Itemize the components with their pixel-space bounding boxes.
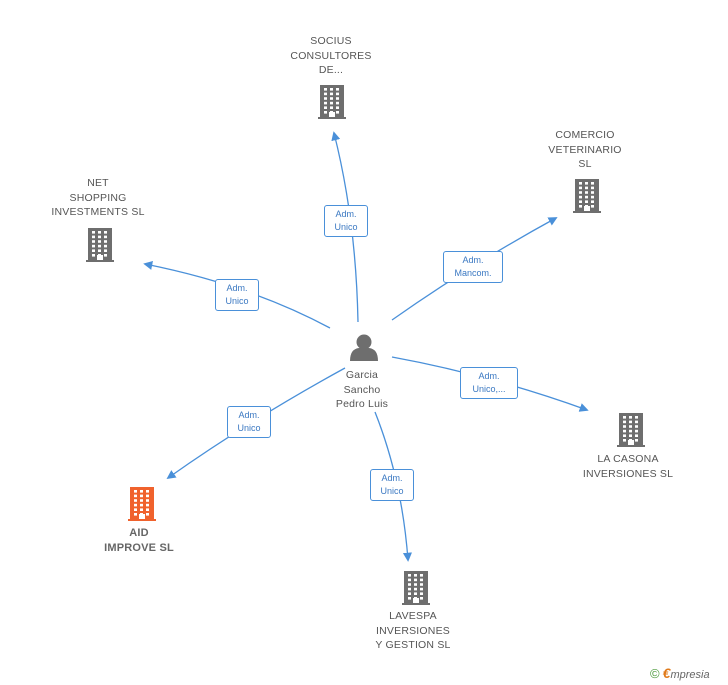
role-tag-line: Mancom. [454, 268, 492, 278]
role-tag-comercio[interactable]: Adm. Mancom. [443, 251, 503, 283]
company-label-socius[interactable]: SOCIUS CONSULTORES DE... [271, 34, 391, 78]
company-label-lavespa[interactable]: LAVESPA INVERSIONES Y GESTION SL [353, 609, 473, 653]
building-icon-socius[interactable] [318, 85, 346, 119]
brand-watermark: © €mpresia [650, 665, 710, 681]
company-label-line: INVESTMENTS SL [51, 206, 145, 218]
role-tag-line: Adm. [226, 283, 248, 293]
building-icon-aid[interactable] [128, 487, 156, 521]
company-label-line: SL [578, 158, 592, 170]
role-tag-aid[interactable]: Adm. Unico [227, 406, 271, 438]
company-label-line: INVERSIONES [376, 624, 450, 637]
company-label-line: DE... [318, 64, 344, 76]
role-tag-line: Adm. [238, 410, 260, 420]
company-label-line: VETERINARIO [548, 143, 622, 156]
company-label-comercio[interactable]: COMERCIO VETERINARIO SL [525, 128, 645, 172]
person-icon[interactable] [350, 334, 378, 362]
person-label[interactable]: Garcia Sancho Pedro Luis [322, 368, 402, 412]
company-label-line: SOCIUS [310, 35, 352, 47]
company-label-line: AID [129, 527, 149, 539]
role-tag-line: Unico [237, 423, 261, 433]
building-icon-comercio[interactable] [573, 179, 601, 213]
building-icon-lavespa[interactable] [402, 571, 430, 605]
person-label-line-2: Sancho [343, 383, 381, 396]
company-label-line: LA CASONA [597, 453, 659, 465]
icons-layer [86, 85, 645, 605]
company-label-aid[interactable]: AID IMPROVE SL [79, 526, 199, 555]
company-label-line: NET [87, 177, 109, 189]
role-tag-line: Unico [380, 486, 404, 496]
person-label-line-1: Garcia [345, 369, 379, 381]
company-label-line: INVERSIONES SL [582, 467, 674, 480]
company-label-line: CONSULTORES [290, 49, 372, 62]
role-tag-net[interactable]: Adm. Unico [215, 279, 259, 311]
company-label-line: Y GESTION SL [375, 639, 451, 651]
copyright-symbol: © [650, 666, 660, 681]
role-tag-line: Unico,... [472, 384, 506, 394]
company-label-line: IMPROVE SL [104, 541, 174, 554]
company-label-net[interactable]: NET SHOPPING INVESTMENTS SL [38, 176, 158, 220]
role-tag-line: Adm. [381, 473, 403, 483]
role-tag-line: Unico [225, 296, 249, 306]
company-label-line: COMERCIO [555, 129, 615, 141]
role-tag-lavespa[interactable]: Adm. Unico [370, 469, 414, 501]
brand-logo-initial: € [662, 665, 671, 681]
role-tag-line: Unico [334, 222, 358, 232]
company-label-casona[interactable]: LA CASONA INVERSIONES SL [568, 452, 688, 481]
role-tag-socius[interactable]: Adm. Unico [324, 205, 368, 237]
role-tag-line: Adm. [478, 371, 500, 381]
company-label-line: SHOPPING [69, 191, 127, 204]
role-tag-casona[interactable]: Adm. Unico,... [460, 367, 518, 399]
building-icon-casona[interactable] [617, 413, 645, 447]
role-tag-line: Adm. [462, 255, 484, 265]
building-icon-net[interactable] [86, 228, 114, 262]
person-label-line-3: Pedro Luis [335, 398, 389, 410]
brand-name: mpresia [670, 669, 710, 681]
company-label-line: LAVESPA [389, 610, 437, 622]
role-tag-line: Adm. [335, 209, 357, 219]
